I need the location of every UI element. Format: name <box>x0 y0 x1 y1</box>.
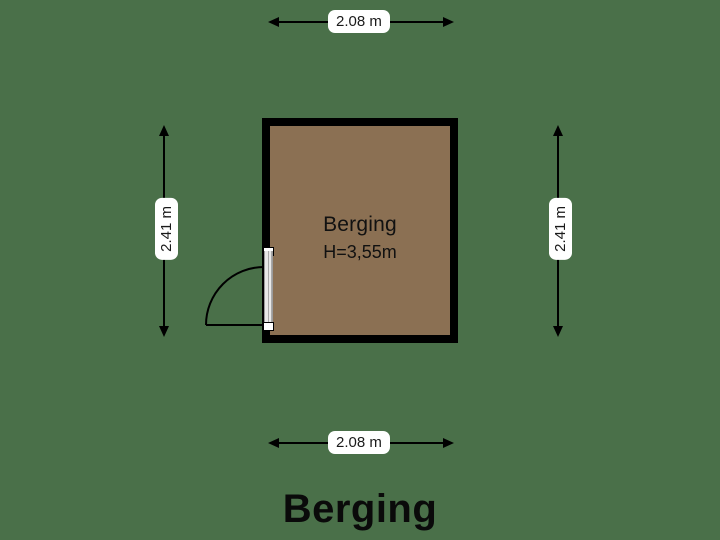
dimension-label-bottom: 2.08 m <box>328 431 390 454</box>
arrow-up-icon <box>159 125 169 136</box>
dimension-label-top: 2.08 m <box>328 10 390 33</box>
door-panel[interactable] <box>264 251 273 329</box>
arrow-right-icon <box>443 17 454 27</box>
door-swing-arc <box>205 266 265 326</box>
plan-title: Berging <box>282 487 438 531</box>
room-name-label: Berging <box>323 213 397 236</box>
door-jamb-bottom <box>263 322 274 331</box>
dimension-label-left: 2.41 m <box>155 198 178 260</box>
door-arc-curve <box>205 266 265 326</box>
dimension-label-right: 2.41 m <box>549 198 572 260</box>
arrow-right-icon <box>443 438 454 448</box>
arrow-down-icon <box>553 326 563 337</box>
arrow-up-icon <box>553 125 563 136</box>
room-height-label: H=3,55m <box>323 242 397 262</box>
arrow-down-icon <box>159 326 169 337</box>
arrow-left-icon <box>268 17 279 27</box>
arrow-left-icon <box>268 438 279 448</box>
room-floor-berging[interactable] <box>270 126 450 335</box>
